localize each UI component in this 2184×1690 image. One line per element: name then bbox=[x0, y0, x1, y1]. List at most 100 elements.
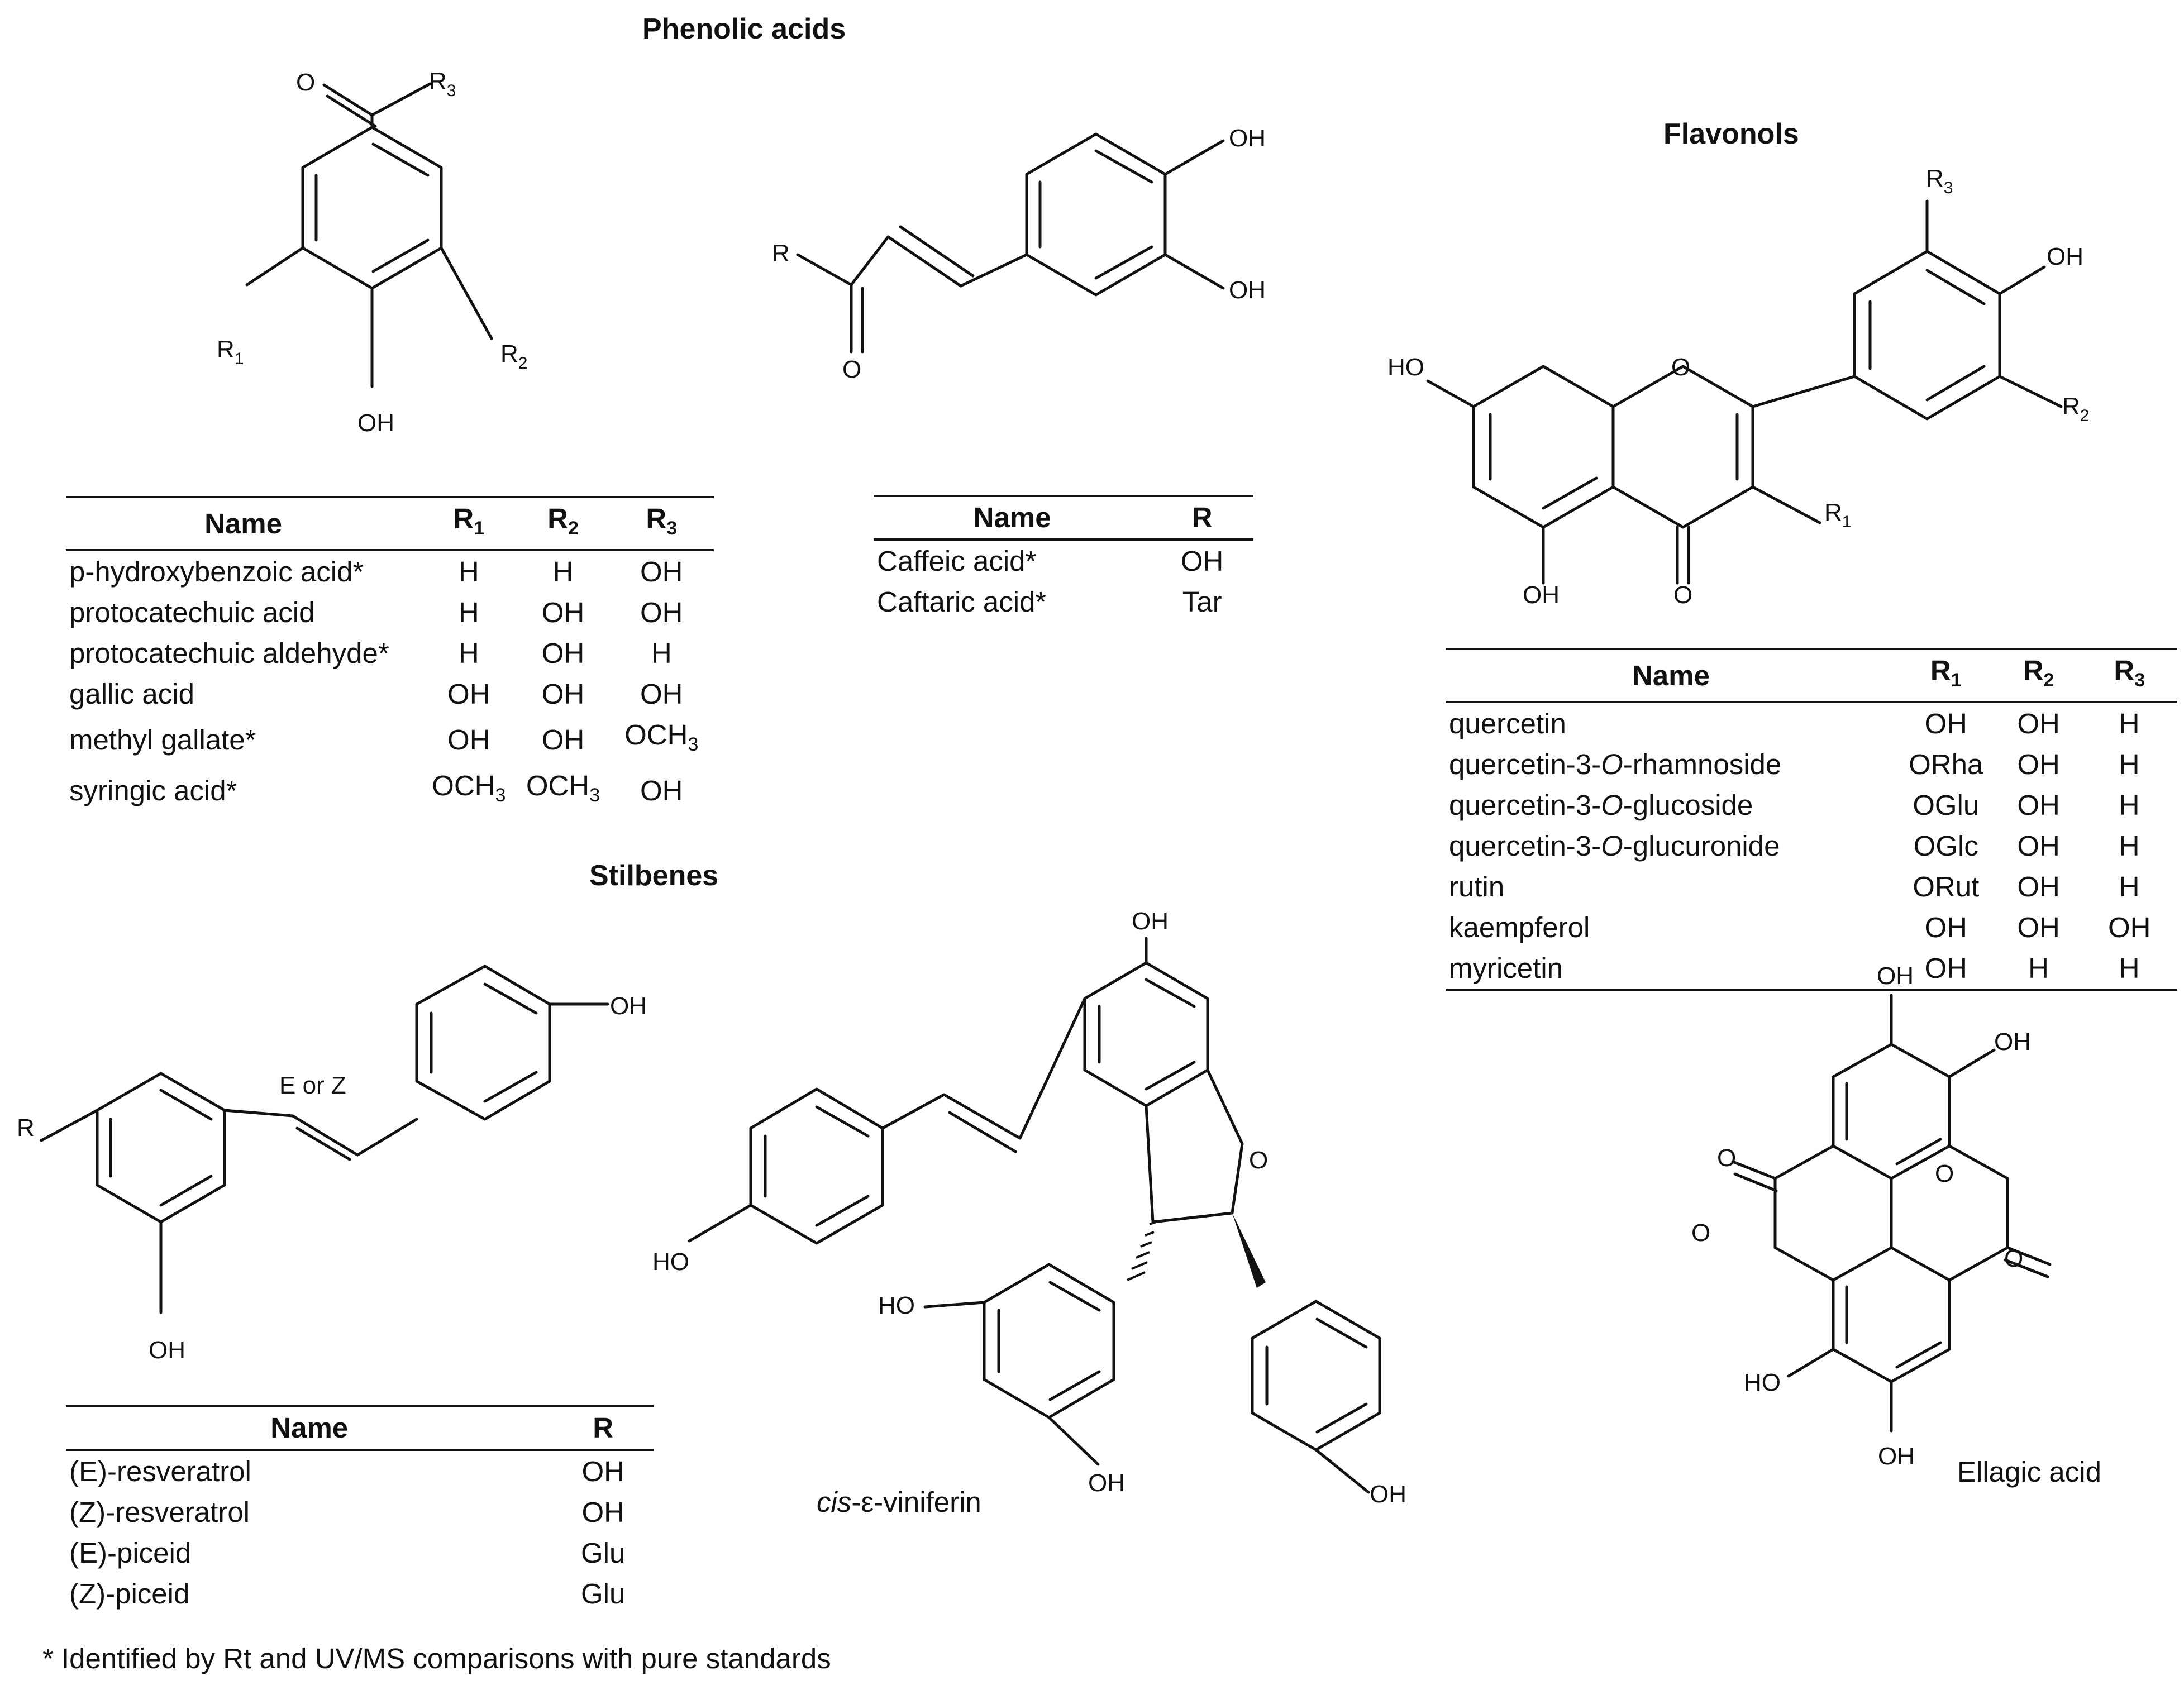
atom-oh: OH bbox=[1229, 125, 1266, 152]
cell: H bbox=[651, 637, 672, 670]
cell: OCH3 bbox=[432, 770, 506, 806]
cell-name: quercetin-3-O-glucuronide bbox=[1449, 830, 1780, 862]
atom-ho: HO bbox=[652, 1248, 689, 1276]
cell-name: rutin bbox=[1449, 871, 1505, 903]
viniferin-caption: cis-ε-viniferin bbox=[817, 1486, 981, 1519]
cell-name: (Z)-piceid bbox=[69, 1578, 190, 1610]
cell-name: Caftaric acid* bbox=[877, 586, 1047, 618]
table-header-row: Name R1 R2 R3 bbox=[66, 495, 714, 552]
cell: OH bbox=[2017, 871, 2060, 903]
col-r3: R3 bbox=[2081, 647, 2177, 704]
atom-ho: HO bbox=[1387, 354, 1424, 381]
wedge-bond bbox=[1232, 1213, 1266, 1288]
cell: H bbox=[2119, 748, 2140, 781]
cell: ORut bbox=[1913, 871, 1980, 903]
atom-o: O bbox=[842, 356, 861, 383]
cell: OCH3 bbox=[526, 770, 600, 806]
ellagic-acid-structure bbox=[1731, 994, 2052, 1433]
cell: OH bbox=[1896, 948, 1996, 991]
col-name: Name bbox=[1446, 647, 1896, 704]
cinnamic-acids-table: Name R Caffeic acid*OH Caftaric acid* Tar bbox=[874, 495, 1253, 622]
cell: OH bbox=[2107, 911, 2151, 944]
table-row: Caffeic acid*OH bbox=[874, 540, 1253, 581]
cell: H bbox=[2119, 830, 2140, 862]
atom-oh: OH bbox=[1523, 581, 1560, 609]
cell: H bbox=[1995, 948, 2082, 991]
cell: OH bbox=[541, 596, 585, 629]
cell-name: protocatechuic aldehyde* bbox=[69, 637, 389, 670]
ellagic-acid-caption: Ellagic acid bbox=[1957, 1456, 2101, 1488]
cell: H bbox=[458, 637, 479, 670]
col-r1: R1 bbox=[1896, 647, 1996, 704]
cell: OH bbox=[581, 1496, 624, 1528]
atom-o: O bbox=[296, 69, 315, 96]
atom-oh: OH bbox=[1088, 1469, 1125, 1497]
heading-phenolic-acids: Phenolic acids bbox=[642, 13, 846, 45]
table-row: protocatechuic aldehyde* H OH H bbox=[66, 633, 714, 674]
table-row: syringic acid* OCH3 OCH3 OH bbox=[66, 765, 714, 816]
atom-r: R bbox=[772, 240, 790, 267]
cell-name: protocatechuic acid bbox=[69, 596, 315, 629]
cell: OGlc bbox=[1913, 830, 1978, 862]
cell-name: quercetin-3-O-glucoside bbox=[1449, 789, 1753, 822]
cell: OH bbox=[541, 678, 585, 710]
cell: OH bbox=[640, 775, 683, 807]
atom-r: R bbox=[17, 1114, 35, 1142]
atom-r3: R3 bbox=[429, 68, 456, 100]
table-header-row: Name R bbox=[874, 495, 1253, 541]
cell-name: kaempferol bbox=[1449, 911, 1590, 944]
flavonol-structure bbox=[1426, 199, 2063, 585]
col-name: Name bbox=[66, 495, 421, 552]
atom-r3: R3 bbox=[1926, 165, 1953, 197]
atom-o: O bbox=[1691, 1219, 1710, 1247]
atom-r1: R1 bbox=[217, 336, 244, 368]
cell: OH bbox=[2017, 911, 2060, 944]
cell: OH bbox=[640, 678, 683, 710]
atom-o: O bbox=[1671, 354, 1690, 381]
atom-oh: OH bbox=[357, 409, 394, 437]
hashed-bond bbox=[1127, 1221, 1157, 1281]
cell-name: syringic acid* bbox=[69, 775, 237, 807]
cell: Tar bbox=[1182, 586, 1222, 618]
col-r2: R2 bbox=[1995, 647, 2082, 704]
cell: H bbox=[2119, 708, 2140, 740]
cell: ORha bbox=[1909, 748, 1983, 781]
atom-oh: OH bbox=[1370, 1481, 1406, 1508]
cell: Glu bbox=[581, 1578, 626, 1610]
viniferin-caption-rest: -ε-viniferin bbox=[851, 1486, 981, 1518]
cell: OH bbox=[2017, 830, 2060, 862]
cell: OH bbox=[1924, 911, 1968, 944]
atom-o: O bbox=[1935, 1160, 1954, 1187]
atom-r2: R2 bbox=[2062, 393, 2089, 425]
atom-oh: OH bbox=[1229, 276, 1266, 304]
cell: H bbox=[2119, 789, 2140, 822]
footnote: * Identified by Rt and UV/MS comparisons… bbox=[42, 1643, 831, 1674]
atom-o: O bbox=[2004, 1245, 2023, 1272]
atom-r1: R1 bbox=[1824, 499, 1851, 531]
cell-name: myricetin bbox=[1446, 948, 1896, 991]
atom-oh: OH bbox=[149, 1336, 185, 1364]
viniferin-caption-prefix: cis bbox=[817, 1486, 852, 1518]
col-r1: R1 bbox=[421, 495, 517, 552]
cell-name: quercetin-3-O-rhamnoside bbox=[1449, 748, 1782, 781]
atom-ho: HO bbox=[878, 1292, 915, 1319]
table-header-row: Name R1 R2 R3 bbox=[1446, 647, 2177, 704]
table-row: quercetin-3-O-glucuronide OGlc OH H bbox=[1446, 825, 2177, 866]
cell: OH bbox=[541, 637, 585, 670]
cell-name: (E)-resveratrol bbox=[69, 1455, 251, 1487]
atom-oh: OH bbox=[1878, 1443, 1915, 1470]
cell: H bbox=[2081, 948, 2177, 991]
cell: OH bbox=[447, 724, 490, 756]
cell: OH bbox=[640, 596, 683, 629]
